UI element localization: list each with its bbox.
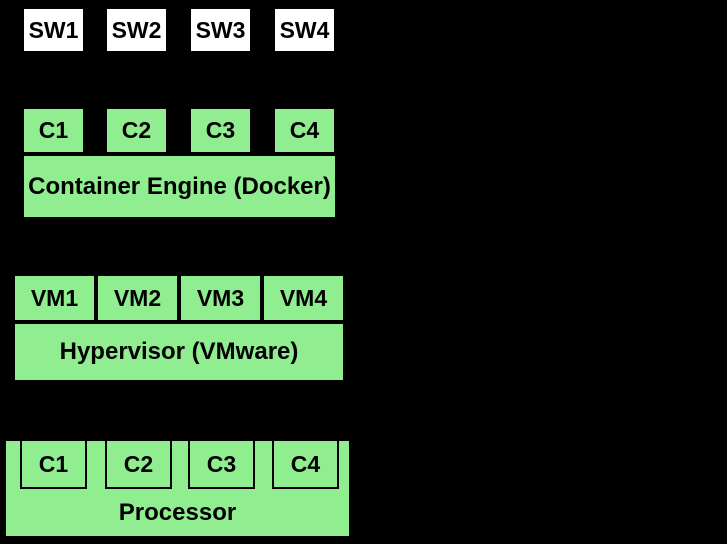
container-box-c2: C2 bbox=[105, 107, 168, 154]
container-box-c1: C1 bbox=[22, 107, 85, 154]
core-box-c1: C1 bbox=[20, 439, 87, 489]
software-box-sw1: SW1 bbox=[22, 7, 85, 53]
container-box-c3: C3 bbox=[189, 107, 252, 154]
core-box-c3: C3 bbox=[188, 439, 255, 489]
vm-box-vm4: VM4 bbox=[262, 274, 345, 322]
container-box-c4: C4 bbox=[273, 107, 336, 154]
vm-box-vm3: VM3 bbox=[179, 274, 262, 322]
vm-box-vm2: VM2 bbox=[96, 274, 179, 322]
processor-label: Processor bbox=[118, 498, 237, 526]
software-box-sw4: SW4 bbox=[273, 7, 336, 53]
vm-box-vm1: VM1 bbox=[13, 274, 96, 322]
software-box-sw3: SW3 bbox=[189, 7, 252, 53]
core-box-c4: C4 bbox=[272, 439, 339, 489]
core-box-c2: C2 bbox=[105, 439, 172, 489]
container-engine-box: Container Engine (Docker) bbox=[22, 154, 337, 219]
hypervisor-box: Hypervisor (VMware) bbox=[13, 322, 345, 382]
software-box-sw2: SW2 bbox=[105, 7, 168, 53]
